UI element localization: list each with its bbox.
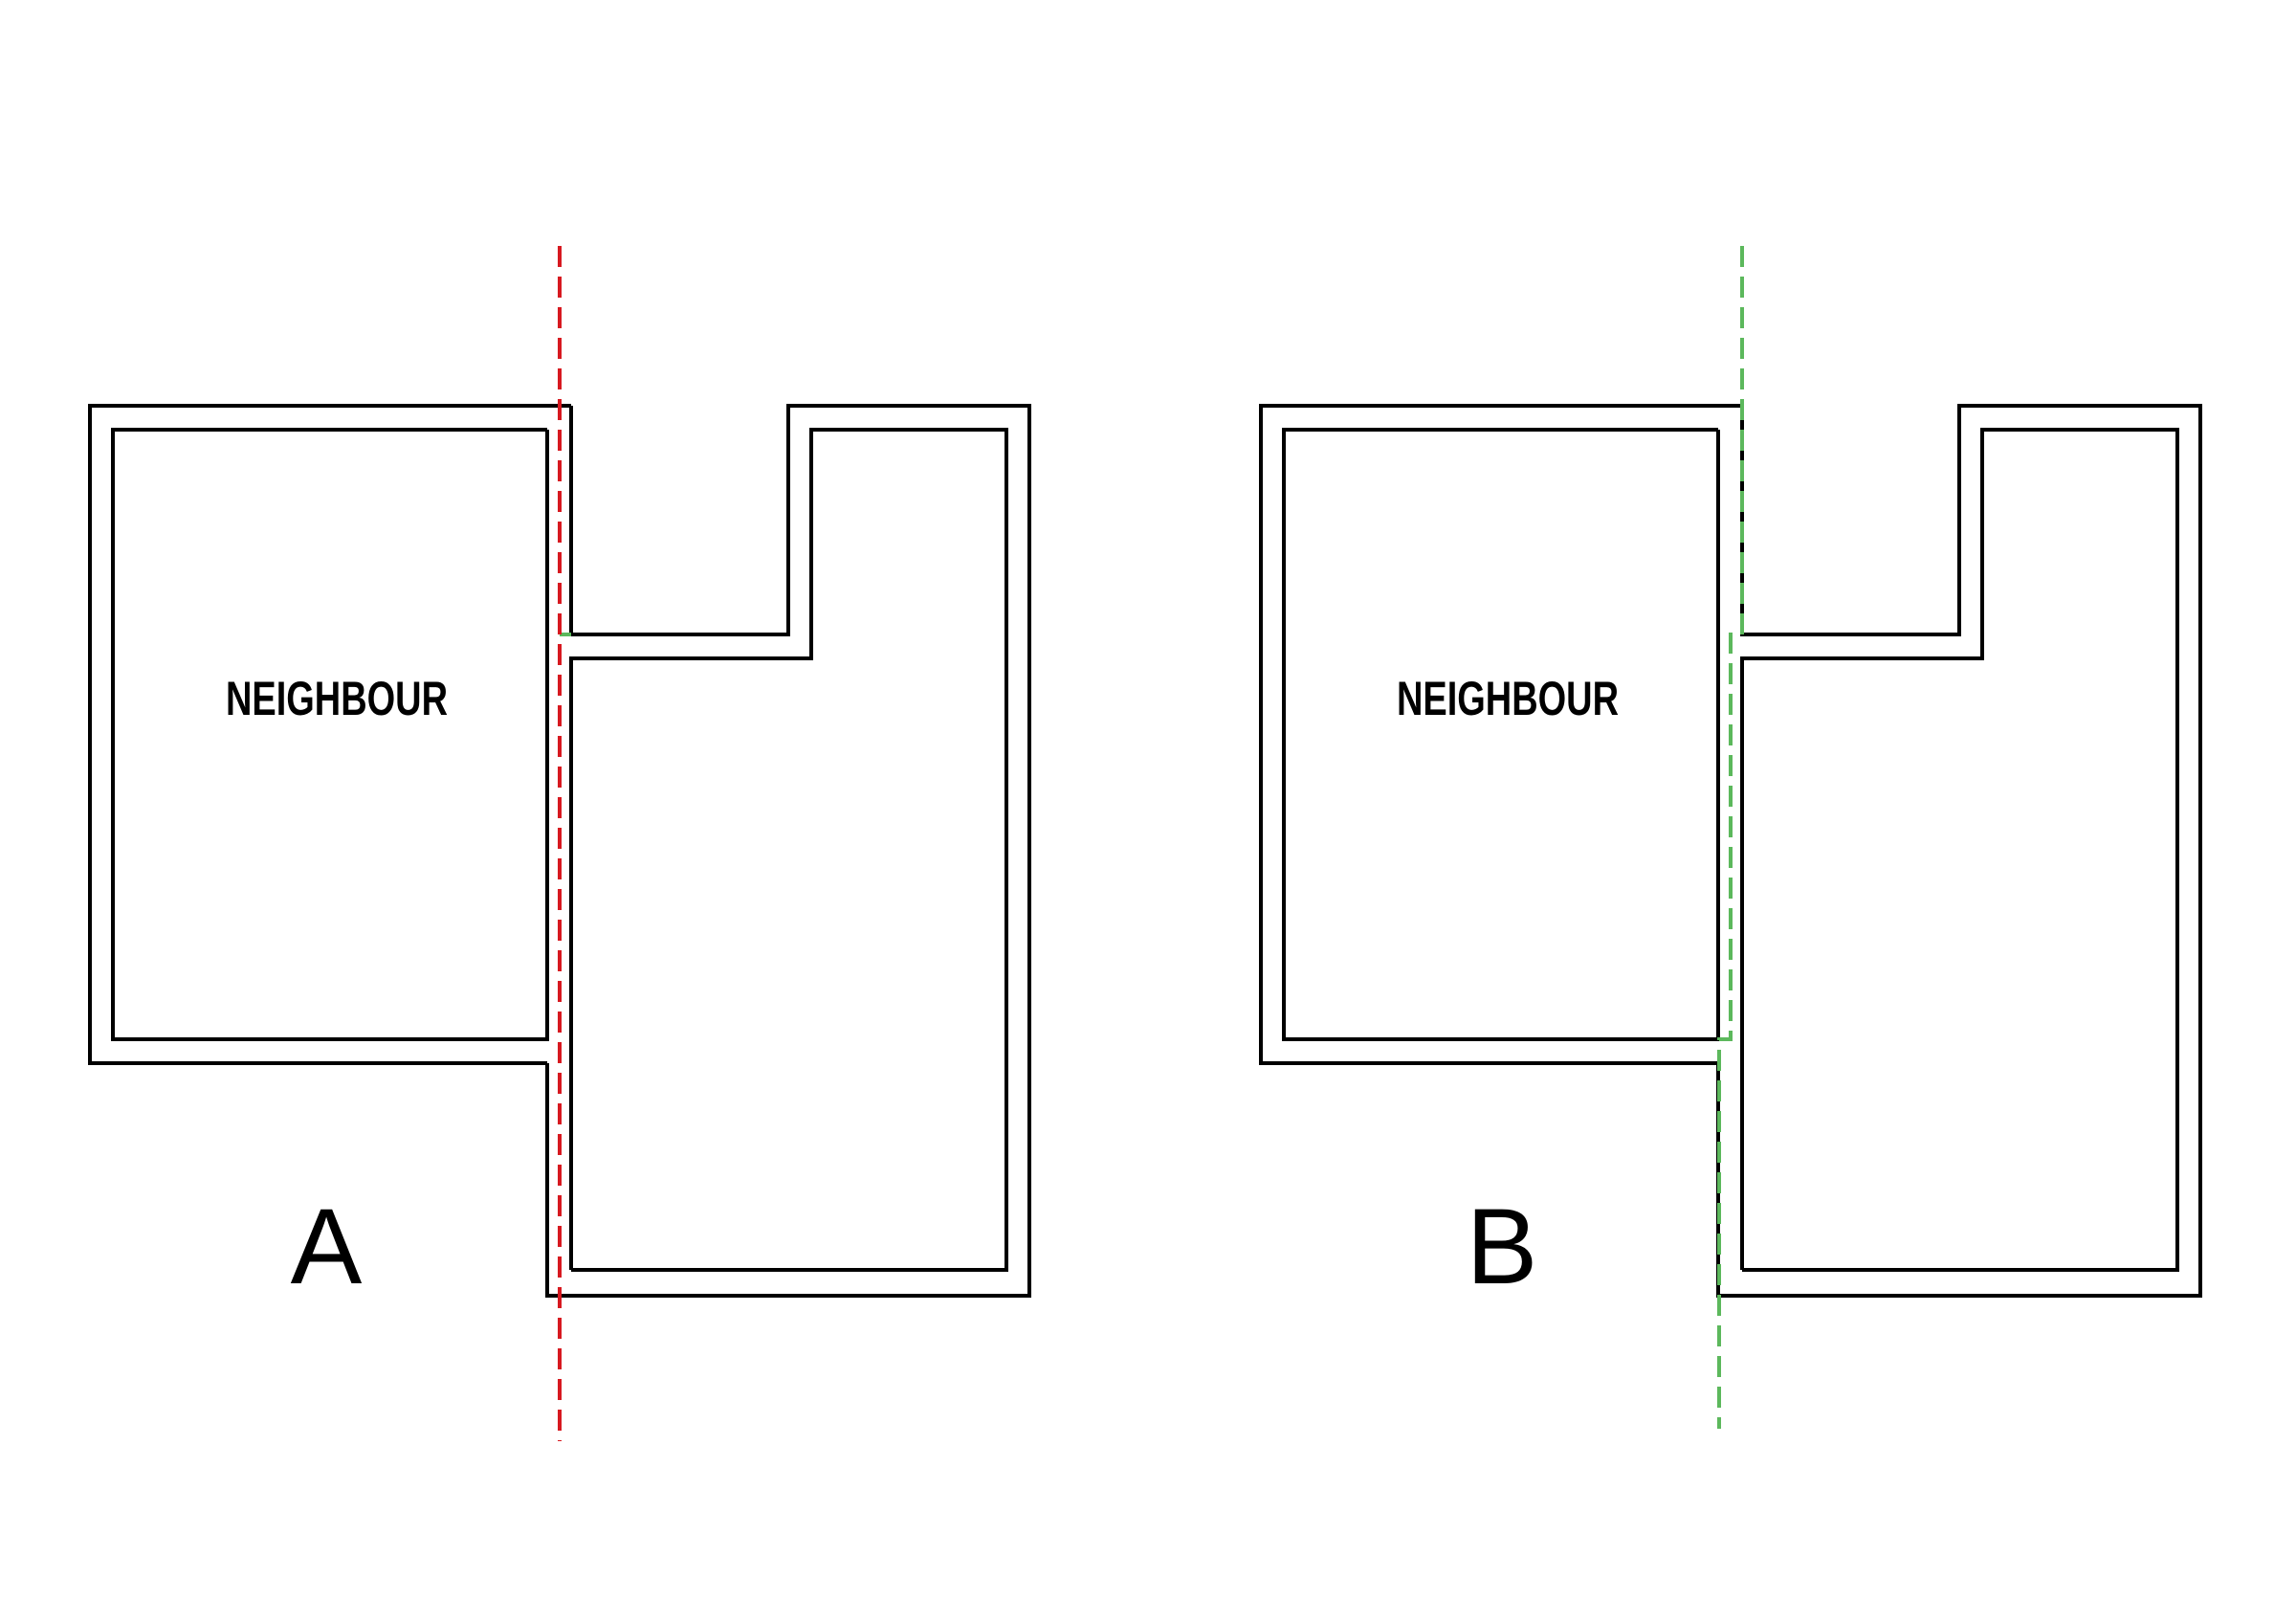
neighbour-label: NEIGHBOUR [226, 672, 448, 725]
panel-a: NEIGHBOUR A [88, 246, 1031, 1441]
house-inner-wall [569, 428, 1008, 1272]
house-inner-wall [1740, 428, 2179, 1272]
house-outer-wall [545, 404, 1031, 1298]
panel-letter-a: A [291, 1187, 363, 1306]
neighbour-label: NEIGHBOUR [1397, 672, 1619, 725]
neighbour-inner-wall [1282, 428, 1720, 1041]
neighbour-outer-wall [1259, 404, 1742, 1065]
house-outer-wall [1716, 404, 2202, 1298]
neighbour-outer-wall [88, 404, 571, 1065]
panel-b: NEIGHBOUR B [1259, 404, 2202, 1306]
neighbour-inner-wall [111, 428, 549, 1041]
green-boundary-line [1717, 246, 1744, 1429]
panel-letter-b: B [1467, 1187, 1538, 1306]
